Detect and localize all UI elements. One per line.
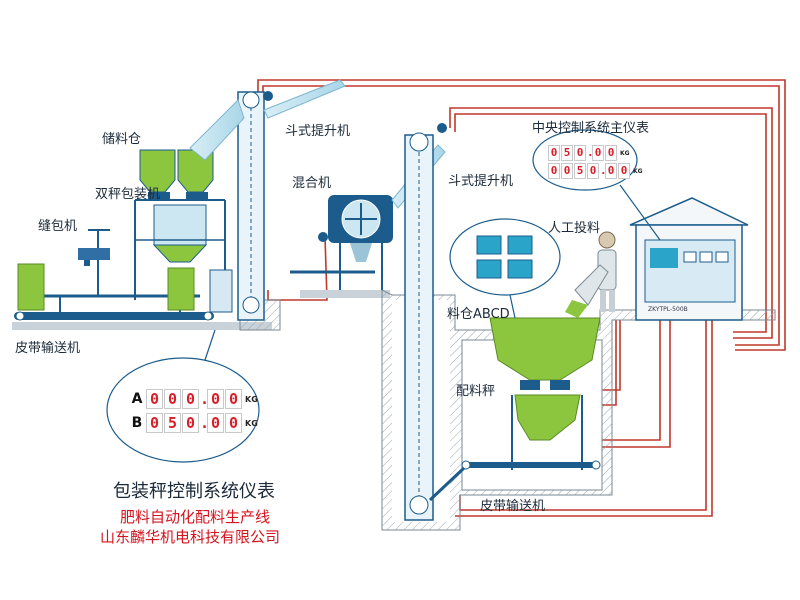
label-central-control-meter: 中央控制系统主仪表 [532, 121, 650, 136]
packing-meter-row-a: A 0 0 0 . 0 0 KG [128, 389, 258, 409]
belt-conveyor-left [14, 294, 214, 321]
unit-label: KG [620, 149, 630, 157]
digit: 0 [592, 145, 604, 161]
footer-product-line: 肥料自动化配料生产线 [120, 508, 271, 526]
digit: 5 [164, 413, 181, 433]
digit: 0 [182, 413, 199, 433]
central-meter-row-2: 0 0 5 0 . 0 0 KG [548, 163, 643, 179]
digit: 0 [618, 163, 630, 179]
bins-abcd [489, 317, 601, 390]
belt-conveyor-bottom [428, 460, 601, 502]
packing-meter-caption: 包装秤控制系统仪表 [113, 481, 275, 502]
label-sewing-machine: 缝包机 [38, 219, 78, 234]
twin-scale-packer [134, 149, 233, 313]
label-bin-abcd: 料仓ABCD [447, 307, 510, 322]
control-wiring [257, 79, 786, 517]
packing-scale-meter: A 0 0 0 . 0 0 KG B 0 5 0 . 0 0 KG [128, 385, 258, 437]
label-bucket-elevator-2: 斗式提升机 [448, 174, 514, 189]
unit-label: KG [633, 167, 643, 175]
digit: 0 [146, 389, 163, 409]
label-manual-feeding: 人工投料 [548, 221, 601, 236]
packing-meter-row-b-label: B [131, 415, 143, 431]
digit: 0 [548, 163, 560, 179]
label-mixer: 混合机 [292, 176, 332, 191]
cabinet-model-label: ZKYTPL-500B [648, 306, 688, 313]
worker-figure [565, 231, 617, 318]
label-batching-scale: 配料秤 [456, 384, 496, 399]
central-meter-row-1: 0 5 0 . 0 0 KG [548, 145, 630, 161]
label-storage-bin: 储料仓 [102, 132, 142, 147]
label-twin-scale-packer: 双秤包装机 [95, 187, 161, 202]
unit-label: KG [245, 418, 258, 428]
digit: 0 [225, 389, 242, 409]
digit: 0 [587, 163, 599, 179]
digit: . [200, 414, 210, 432]
filled-bags [17, 263, 195, 311]
bin-grid-icon [476, 235, 533, 279]
digit: 0 [605, 145, 617, 161]
digit: 0 [182, 389, 199, 409]
digit: 0 [164, 389, 181, 409]
bucket-elevator-1 [189, 91, 273, 321]
digit: . [587, 146, 594, 159]
packing-meter-row-a-label: A [131, 391, 143, 407]
central-control-meter: 0 5 0 . 0 0 KG 0 0 5 0 . 0 0 KG [548, 143, 643, 181]
feed-chute [263, 79, 346, 119]
control-house [629, 197, 749, 321]
digit: . [200, 390, 210, 408]
digit: . [600, 164, 607, 177]
digit: 0 [574, 145, 586, 161]
label-belt-conveyor-left: 皮带输送机 [15, 341, 81, 356]
label-belt-conveyor-bottom: 皮带输送机 [480, 499, 546, 514]
digit: 0 [207, 389, 224, 409]
digit: 5 [561, 145, 573, 161]
packing-meter-row-b: B 0 5 0 . 0 0 KG [128, 413, 258, 433]
footer-company: 山东麟华机电科技有限公司 [100, 528, 281, 546]
unit-label: KG [245, 394, 258, 404]
bucket-elevator-2 [404, 123, 447, 521]
label-bucket-elevator-1: 斗式提升机 [285, 124, 351, 139]
digit: 0 [561, 163, 573, 179]
batching-scale [511, 394, 583, 470]
digit: 5 [574, 163, 586, 179]
digit: 0 [225, 413, 242, 433]
digit: 0 [548, 145, 560, 161]
digit: 0 [146, 413, 163, 433]
digit: 0 [605, 163, 617, 179]
digit: 0 [207, 413, 224, 433]
sewing-machine [78, 229, 110, 296]
